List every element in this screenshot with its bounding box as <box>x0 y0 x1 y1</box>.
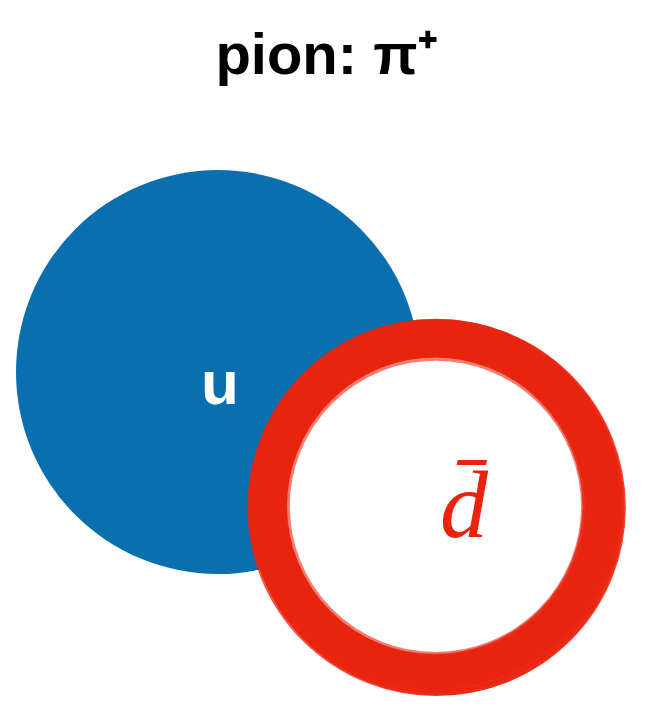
particle-label: u <box>201 347 239 418</box>
antiquark-ring-shape <box>248 318 624 694</box>
particle-label: d̄ <box>440 449 488 560</box>
diagram-title: pion: π⁺ <box>0 22 653 86</box>
antiquark-ring: d̄ <box>248 318 624 694</box>
